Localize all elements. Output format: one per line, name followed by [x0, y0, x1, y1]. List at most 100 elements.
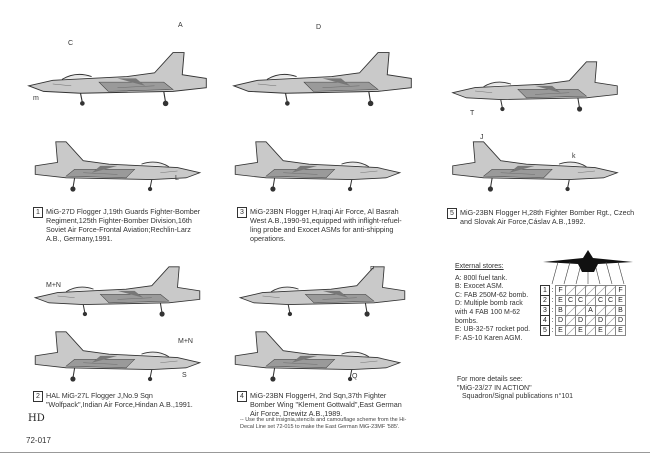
pylon-cell	[605, 315, 616, 326]
pylon-cell: F	[555, 285, 566, 296]
caption-text: MiG-23BN Flogger H,28th Fighter Bomber R…	[460, 208, 635, 226]
store-item: C: FAB 250M-62 bomb.	[455, 291, 529, 299]
pylon-cell: F	[615, 285, 626, 296]
aircraft-1-side-view-right	[25, 135, 210, 195]
aircraft-4-side-view	[230, 260, 415, 320]
footnote: -- Use the unit insignia,stencils and ca…	[240, 417, 407, 430]
store-item: E: UB-32-57 rocket pod.	[455, 326, 531, 334]
callout-letter: k	[572, 153, 576, 160]
store-item: D: Multiple bomb rack with 4 FAB 100 M-6…	[455, 300, 523, 325]
pylon-cell: D	[595, 315, 606, 326]
aircraft-3-side-view-right	[225, 135, 410, 195]
separator: :	[551, 297, 554, 304]
pylon-cell: E	[615, 295, 626, 306]
callout-letter: M+N	[178, 338, 193, 345]
separator: :	[551, 287, 554, 294]
caption-text: MiG-27D Flogger J,19th Guards Fighter-Bo…	[46, 207, 201, 243]
callout-letter: A	[178, 22, 183, 29]
store-item: A: 800l fuel tank.	[455, 274, 508, 282]
reference-line: For more details see:	[457, 376, 523, 383]
reference-line: "MiG-23/27 IN ACTION"	[457, 384, 532, 392]
caption-number: 5	[447, 208, 457, 219]
pylon-cell: E	[615, 325, 626, 336]
pylon-cell: E	[555, 325, 566, 336]
pylon-cell	[585, 325, 596, 336]
pylon-cell	[565, 285, 576, 296]
caption-text: HAL MiG-27L Flogger J,No.9 Sqn "Wolfpack…	[46, 391, 193, 409]
aircraft-2-side-view	[25, 260, 210, 320]
pylon-cell	[585, 285, 596, 296]
pylon-cell	[585, 295, 596, 306]
caption-text: MiG-23BN Flogger H,Iraqi Air Force, Al B…	[250, 207, 402, 243]
callout-letter: L	[175, 175, 179, 182]
loadout-row-number: 1	[540, 285, 550, 296]
callout-letter: M+N	[46, 282, 61, 289]
pylon-cell	[575, 285, 586, 296]
hi-decal-logo: HD	[28, 413, 45, 424]
callout-letter: S	[182, 372, 187, 379]
aircraft-front-view	[543, 250, 633, 285]
callout-letter: T	[470, 110, 475, 117]
aircraft-5-side-view-right	[440, 135, 630, 195]
callout-letter: Q	[352, 373, 358, 380]
callout-letter: J	[480, 134, 484, 141]
pylon-cell: D	[615, 315, 626, 326]
pylon-cell	[595, 305, 606, 316]
separator: :	[551, 307, 554, 314]
pylon-cell	[565, 315, 576, 326]
caption-number: 1	[33, 207, 43, 218]
aircraft-5-side-view	[440, 55, 630, 115]
pylon-cell	[585, 315, 596, 326]
callout-letter: F	[370, 266, 375, 273]
pylon-cell: C	[575, 295, 586, 306]
reference-line: Squadron/Signal publications n°101	[462, 393, 573, 401]
pylon-cell: A	[585, 305, 596, 316]
loadout-row-number: 4	[540, 315, 550, 326]
pylon-cell	[605, 305, 616, 316]
caption-text: MiG-23BN FloggerH, 2nd Sqn,37th Fighter …	[250, 391, 402, 418]
callout-letter: m	[33, 95, 39, 102]
pylon-cell: E	[575, 325, 586, 336]
pylon-cell	[595, 285, 606, 296]
store-item: B: Exocet ASM.	[455, 283, 504, 291]
pylon-cell	[565, 305, 576, 316]
caption-number: 2	[33, 391, 43, 402]
callout-letter: C	[68, 40, 74, 47]
aircraft-1-side-view	[25, 45, 210, 110]
pylon-cell: B	[555, 305, 566, 316]
stores-title: External stores:	[455, 263, 504, 270]
pylon-cell: E	[595, 325, 606, 336]
aircraft-3-side-view	[230, 45, 415, 110]
separator: :	[551, 327, 554, 334]
pylon-cell: C	[595, 295, 606, 306]
store-item: F: AS-10 Karen AGM.	[455, 334, 523, 342]
pylon-cell: E	[555, 295, 566, 306]
pylon-cell: D	[555, 315, 566, 326]
pylon-cell	[605, 285, 616, 296]
pylon-cell: C	[565, 295, 576, 306]
pylon-cell: C	[605, 295, 616, 306]
bottom-divider	[0, 452, 650, 453]
external-stores-list: External stores: A: 800l fuel tank. B: E…	[455, 263, 535, 343]
sheet-code: 72-017	[26, 436, 51, 445]
caption-number: 3	[237, 207, 247, 218]
pylon-cell: B	[615, 305, 626, 316]
separator: :	[551, 317, 554, 324]
reference-note: For more details see: "MiG-23/27 IN ACTI…	[457, 376, 573, 402]
loadout-row-number: 5	[540, 325, 550, 336]
loadout-row-number: 2	[540, 295, 550, 306]
callout-letter: D	[316, 24, 322, 31]
loadout-row-number: 3	[540, 305, 550, 316]
pylon-cell	[575, 305, 586, 316]
aircraft-4-side-view-right	[225, 325, 410, 385]
